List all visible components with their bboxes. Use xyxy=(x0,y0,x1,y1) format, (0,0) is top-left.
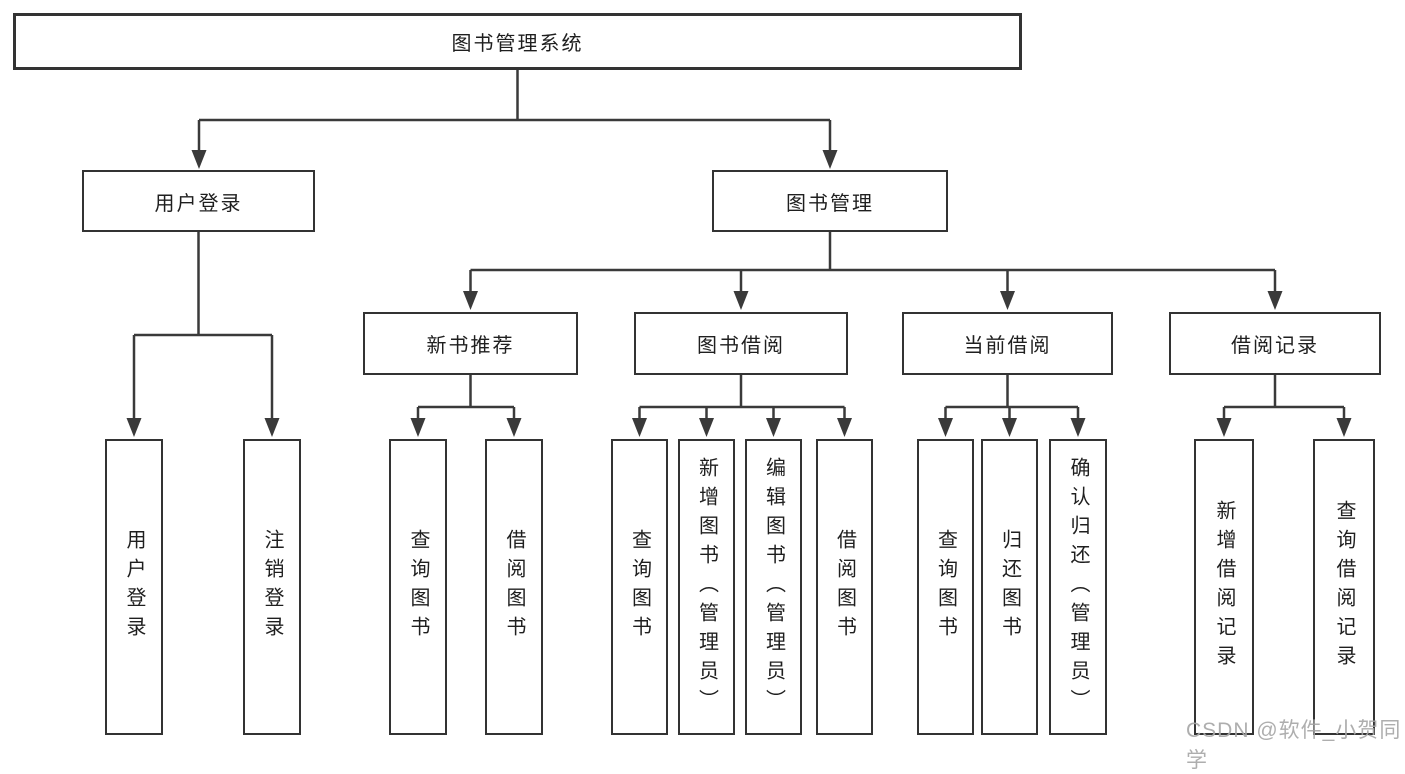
node-user-login: 用户登录 xyxy=(82,170,315,232)
connector-new-book-recommend-to-leaves xyxy=(410,375,522,437)
arrow-down-icon xyxy=(837,418,852,437)
leaf-add-books-admin: 新增图书（管理员） xyxy=(678,439,735,735)
arrow-down-icon xyxy=(822,150,838,169)
node-current-borrowing: 当前借阅 xyxy=(902,312,1113,375)
connector-current-borrowing-to-leaves xyxy=(938,375,1086,437)
arrow-down-icon xyxy=(126,418,142,437)
node-book-borrowing: 图书借阅 xyxy=(634,312,848,375)
leaf-edit-books-admin: 编辑图书（管理员） xyxy=(745,439,802,735)
arrow-down-icon xyxy=(410,418,426,437)
csdn-watermark: CSDN @软件_小贺同学 xyxy=(1186,719,1402,772)
leaf-query-borrowing-record: 查询借阅记录 xyxy=(1313,439,1375,735)
arrow-down-icon xyxy=(191,150,207,169)
node-root-system: 图书管理系统 xyxy=(13,13,1022,70)
arrow-down-icon xyxy=(463,291,478,310)
diagram-canvas: 图书管理系统 用户登录 图书管理 新书推荐 图书借阅 当前借阅 借阅记录 用户登… xyxy=(13,13,1400,772)
connector-book-borrowing-to-leaves xyxy=(632,375,852,437)
node-borrowing-records: 借阅记录 xyxy=(1169,312,1381,375)
connector-book-management-to-level3 xyxy=(463,232,1283,310)
arrow-down-icon xyxy=(699,418,714,437)
arrow-down-icon xyxy=(1336,418,1352,437)
arrow-down-icon xyxy=(264,418,280,437)
leaf-add-borrowing-record: 新增借阅记录 xyxy=(1194,439,1254,735)
leaf-return-books: 归还图书 xyxy=(981,439,1038,735)
arrow-down-icon xyxy=(1216,418,1232,437)
arrow-down-icon xyxy=(1002,418,1017,437)
connector-borrowing-records-to-leaves xyxy=(1216,375,1352,437)
leaf-user-login: 用户登录 xyxy=(105,439,163,735)
leaf-borrow-books-recommend: 借阅图书 xyxy=(485,439,543,735)
arrow-down-icon xyxy=(733,291,749,310)
arrow-down-icon xyxy=(1267,291,1283,310)
node-book-management: 图书管理 xyxy=(712,170,948,232)
arrow-down-icon xyxy=(766,418,781,437)
connector-user-login-to-leaves xyxy=(126,232,280,437)
leaf-logout: 注销登录 xyxy=(243,439,301,735)
leaf-query-books-recommend: 查询图书 xyxy=(389,439,447,735)
arrow-down-icon xyxy=(506,418,522,437)
node-new-book-recommend: 新书推荐 xyxy=(363,312,578,375)
connector-root-to-level2 xyxy=(191,70,838,169)
leaf-query-books-borrowing: 查询图书 xyxy=(611,439,668,735)
arrow-down-icon xyxy=(938,418,953,437)
arrow-down-icon xyxy=(1000,291,1015,310)
leaf-confirm-return-admin: 确认归还（管理员） xyxy=(1049,439,1107,735)
leaf-borrow-books-borrowing: 借阅图书 xyxy=(816,439,873,735)
arrow-down-icon xyxy=(1070,418,1086,437)
arrow-down-icon xyxy=(632,418,647,437)
leaf-query-books-current: 查询图书 xyxy=(917,439,974,735)
connector-lines xyxy=(126,70,1352,437)
